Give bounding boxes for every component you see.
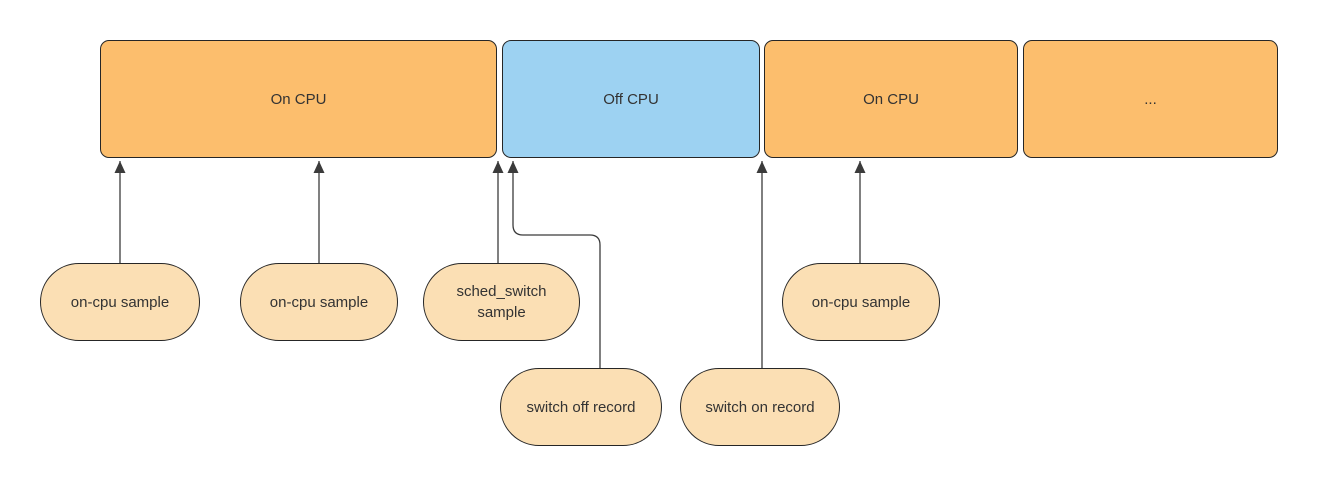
segment-label: Off CPU bbox=[603, 90, 659, 108]
segment-label: On CPU bbox=[270, 90, 327, 108]
timeline-segment-off-cpu: Off CPU bbox=[502, 40, 760, 158]
callout-switch-on-record: switch on record bbox=[680, 368, 840, 446]
callout-label: switch off record bbox=[526, 398, 636, 416]
callout-label: on-cpu sample bbox=[70, 293, 170, 311]
segment-label: On CPU bbox=[863, 90, 919, 108]
callout-on-cpu-sample-1: on-cpu sample bbox=[40, 263, 200, 341]
callout-sched-switch-sample: sched_switch sample bbox=[423, 263, 580, 341]
callout-on-cpu-sample-2: on-cpu sample bbox=[240, 263, 398, 341]
timeline-segment-on-cpu-2: On CPU bbox=[764, 40, 1018, 158]
timeline-segment-on-cpu-1: On CPU bbox=[100, 40, 497, 158]
segment-label: ... bbox=[1144, 90, 1157, 108]
callout-switch-off-record: switch off record bbox=[500, 368, 662, 446]
callout-label: on-cpu sample bbox=[811, 293, 911, 311]
callout-on-cpu-sample-3: on-cpu sample bbox=[782, 263, 940, 341]
callout-label: sched_switch sample bbox=[456, 283, 547, 321]
callout-label: on-cpu sample bbox=[269, 293, 369, 311]
timeline-segment-ellipsis: ... bbox=[1023, 40, 1278, 158]
callout-label: switch on record bbox=[705, 398, 815, 416]
